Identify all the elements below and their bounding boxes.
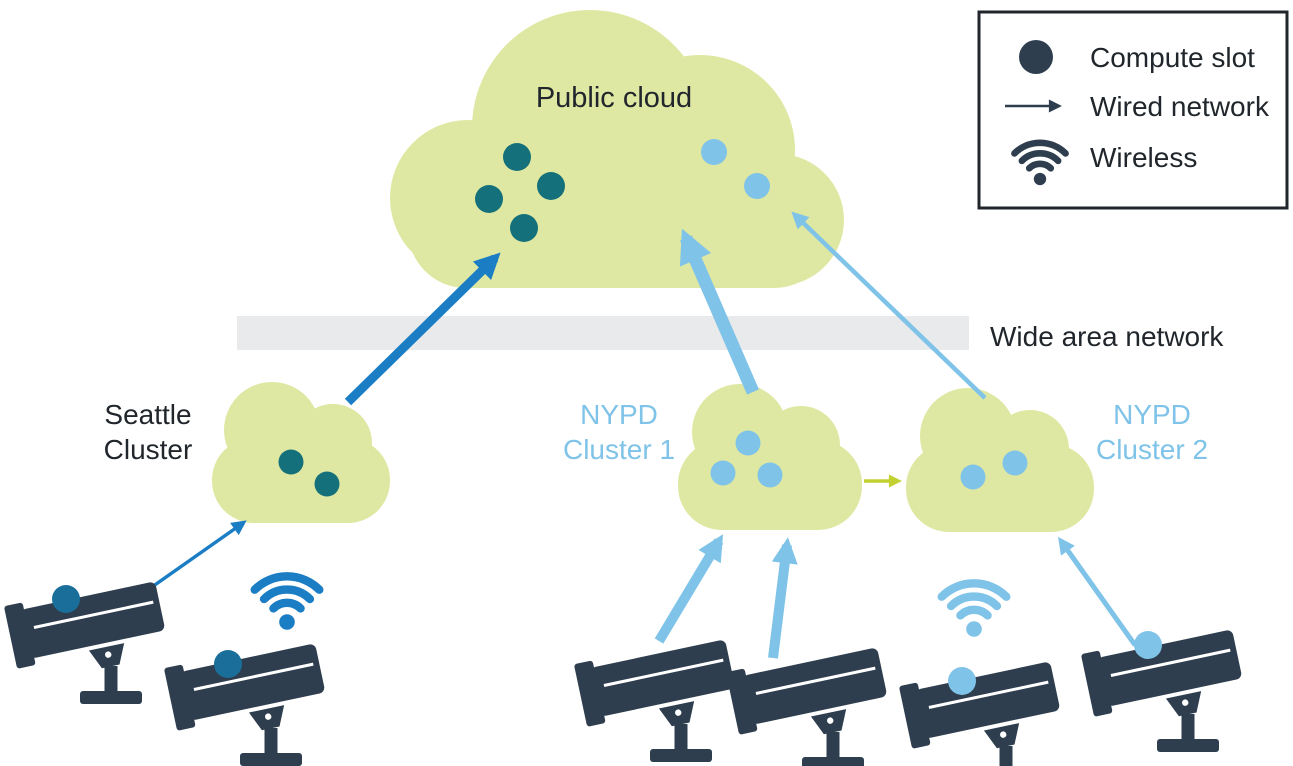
nypd-cluster-1-cloud [678,384,862,530]
legend-label-wireless: Wireless [1090,142,1197,173]
nypd1-cluster-label-line2: Cluster 1 [563,434,675,465]
wan-label: Wide area network [990,321,1224,352]
public-cloud-lightblue-compute-slots [701,139,770,199]
compute-slot-dot [475,185,503,213]
arrow-nypd1-to-public-cloud [679,228,759,395]
wireless-icon-seattle [255,576,320,629]
camera-compute-slot-dot [52,585,80,613]
seattle-cluster-cloud [212,382,390,523]
compute-slot-dot [710,460,736,486]
nypd2-cluster-compute-slots [960,450,1028,490]
compute-slot-icon [1019,40,1053,74]
seattle-cluster-label-line2: Cluster [104,434,193,465]
arrow-camera1-to-nypd1 [654,534,724,644]
arrow-nypd2-to-public-cloud [791,211,987,400]
compute-slot-dot [757,462,783,488]
camera-compute-slot-dot [948,667,976,695]
camera-icon-nypd-1 [572,630,742,762]
camera-compute-slot-dot [1134,631,1162,659]
arrow-camera4-to-nypd2 [1058,536,1138,647]
public-cloud-shape [390,10,844,288]
legend-label-wired-network: Wired network [1090,91,1270,122]
compute-slot-dot [314,471,340,497]
camera-icon-nypd-4 [1079,620,1249,752]
legend-box [977,10,1289,210]
nypd2-cluster-label-line2: Cluster 2 [1096,434,1208,465]
camera-icon-seattle-2 [162,634,332,766]
compute-slot-dot [510,214,538,242]
compute-slot-dot [1002,450,1028,476]
arrow-seattle-to-public-cloud [344,252,501,406]
arrow-camera2-to-nypd1 [768,537,798,659]
compute-slot-dot [537,172,565,200]
compute-slot-dot [744,173,770,199]
camera-icon-nypd-3 [897,652,1067,766]
legend: Compute slot Wired network Wireless [977,10,1289,210]
seattle-cluster-label-line1: Seattle [104,399,191,430]
seattle-cluster-compute-slots [278,449,340,497]
public-cloud-label: Public cloud [536,82,692,114]
compute-slot-dot [735,430,761,456]
camera-compute-slot-dot [214,650,242,678]
legend-label-compute-slot: Compute slot [1090,42,1255,73]
camera-icon-seattle-1 [2,572,172,704]
public-cloud-teal-compute-slots [475,143,565,242]
nypd-cluster-2-cloud [906,388,1094,532]
compute-slot-dot [960,464,986,490]
compute-slot-dot [701,139,727,165]
compute-slot-dot [503,143,531,171]
nypd1-cluster-label-line1: NYPD [580,399,658,430]
wireless-icon-nypd [942,583,1007,636]
camera-icon-nypd-2 [724,638,894,766]
wireless-icon [1014,143,1065,185]
cameras [2,572,1249,766]
compute-slot-dot [278,449,304,475]
nypd2-cluster-label-line1: NYPD [1113,399,1191,430]
nypd1-cluster-compute-slots [710,430,783,488]
wan-bar [237,316,969,350]
